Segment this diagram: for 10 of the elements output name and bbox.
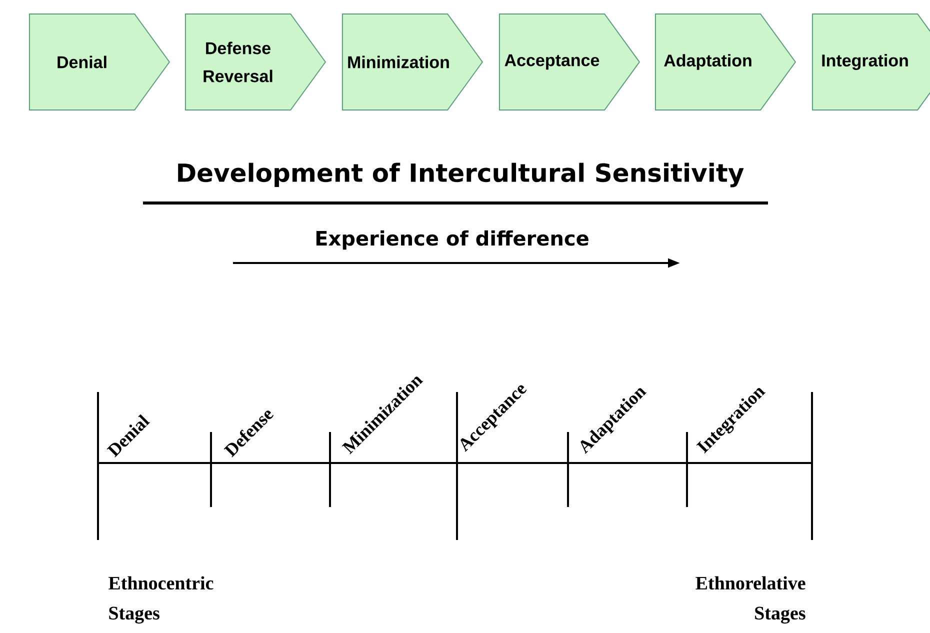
chevron-box: Adaptation <box>654 14 796 110</box>
chevron-box: Minimization <box>342 14 484 110</box>
chevron-box: Denial <box>28 14 170 110</box>
chevron-box: Defense Reversal <box>184 14 326 110</box>
stage-group-label: Ethnorelative Stages <box>696 576 806 624</box>
title: Development of Intercultural Sensitivity <box>178 162 744 188</box>
heading: Experience of difference <box>316 230 588 250</box>
chevron-box: Acceptance <box>498 14 640 110</box>
stage-group-label: Ethnocentric Stages <box>108 576 214 624</box>
chevron-box: Integration <box>812 14 930 110</box>
